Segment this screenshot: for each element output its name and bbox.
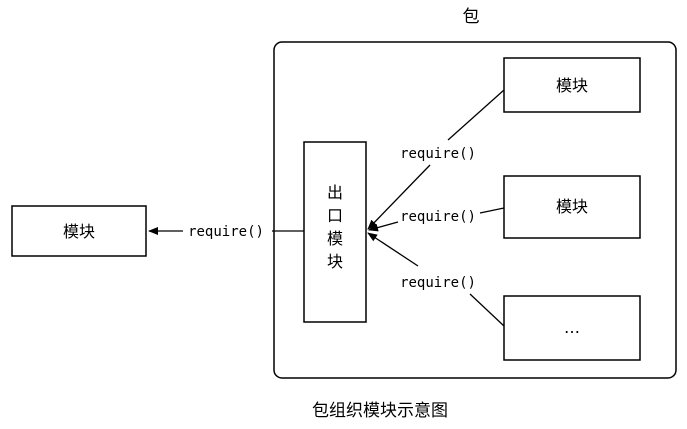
connector-bottom-lower	[469, 293, 505, 327]
require-label-middle: require()	[400, 209, 476, 225]
package-label: 包	[463, 7, 480, 27]
require-label-bottom: require()	[400, 275, 476, 291]
require-label-to-outer: require()	[188, 224, 264, 240]
diagram-caption: 包组织模块示意图	[312, 401, 448, 421]
inner-module-label-3: …	[564, 318, 580, 337]
inner-module-box-2	[503, 175, 641, 239]
exit-module-char-3: 模	[327, 229, 343, 248]
inner-module-box-3	[503, 295, 641, 361]
exit-module-char-2: 口	[327, 206, 343, 225]
outer-module-label: 模块	[63, 222, 95, 241]
exit-module-char-1: 出	[327, 183, 343, 202]
connector-top-upper	[447, 89, 505, 141]
package-container	[273, 41, 677, 379]
exit-module-box	[303, 141, 367, 323]
connector-bottom-upper	[367, 232, 419, 267]
inner-module-label-2: 模块	[556, 197, 588, 216]
require-label-top: require()	[400, 146, 476, 162]
connector-middle-right	[479, 207, 505, 214]
connector-middle-left	[368, 221, 399, 232]
exit-module-char-4: 块	[327, 252, 343, 271]
inner-module-label-1: 模块	[556, 76, 588, 95]
connector-top-lower	[367, 164, 431, 230]
outer-module-box	[11, 205, 147, 257]
inner-module-box-1	[503, 57, 641, 113]
